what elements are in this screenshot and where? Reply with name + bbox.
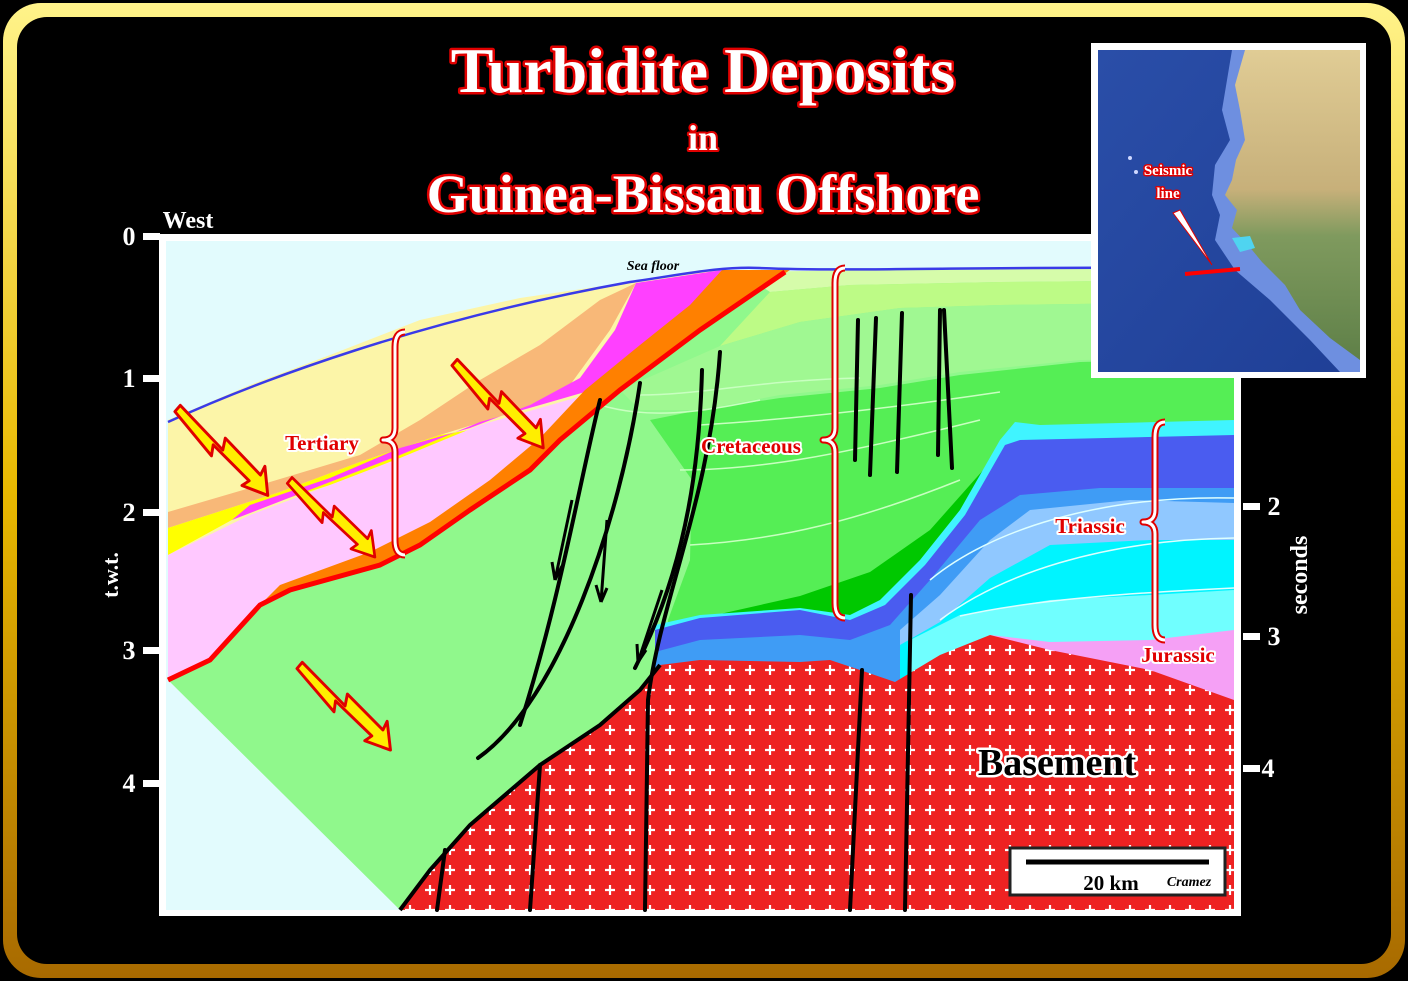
fault-line bbox=[518, 398, 602, 727]
fault-line bbox=[936, 308, 942, 457]
tick-label: 4 bbox=[1262, 754, 1275, 783]
tick-label: 0 bbox=[123, 222, 136, 251]
tick-mark bbox=[1243, 633, 1260, 640]
tick-label: 4 bbox=[123, 769, 136, 798]
fault-slip-arrows bbox=[550, 499, 664, 663]
title-line-3: Guinea-Bissau Offshore bbox=[427, 164, 980, 224]
title: Turbidite Deposits in Guinea-Bissau Offs… bbox=[424, 33, 982, 227]
cross-section: Sea floor Tertiary Cretaceous Triassic J… bbox=[159, 234, 1241, 916]
right-axis-title: seconds bbox=[1287, 536, 1313, 615]
fault-line bbox=[848, 668, 864, 912]
fault-line bbox=[868, 316, 878, 477]
island bbox=[1128, 156, 1132, 160]
title-line-2: in bbox=[688, 118, 718, 158]
tick-mark bbox=[143, 509, 160, 516]
unconformity-red-line bbox=[166, 269, 787, 683]
inset-pointer-arrow-icon bbox=[1172, 209, 1213, 266]
tertiary-pink bbox=[168, 362, 640, 680]
inset-map: Seismic line bbox=[1091, 43, 1366, 378]
cretaceous-label: Cretaceous bbox=[701, 434, 801, 458]
tick-label: 1 bbox=[123, 364, 136, 393]
tertiary-brace-fill bbox=[381, 330, 406, 557]
braces bbox=[379, 264, 1166, 644]
tick-label: 2 bbox=[123, 498, 136, 527]
land-west-africa bbox=[1225, 50, 1360, 360]
tertiary-magenta bbox=[232, 270, 722, 520]
author-label: Cramez bbox=[1167, 875, 1212, 890]
fault-line bbox=[903, 593, 913, 912]
fault-line bbox=[435, 848, 447, 912]
slip-arrow-icon bbox=[594, 519, 609, 603]
right-axis: 2 3 4 seconds bbox=[1243, 492, 1313, 783]
scale-bar: 20 km Cramez bbox=[1008, 846, 1227, 897]
slip-arrow-icon bbox=[635, 589, 664, 663]
tick-label: 3 bbox=[1268, 622, 1281, 651]
triassic-label: Triassic bbox=[1055, 514, 1125, 538]
tick-label: 3 bbox=[123, 636, 136, 665]
jurassic-label: Jurassic bbox=[1141, 643, 1215, 667]
seismic-line-marker bbox=[1184, 267, 1241, 276]
sea-floor-line bbox=[167, 266, 1235, 424]
scale-label: 20 km bbox=[1083, 871, 1139, 895]
tick-label: 2 bbox=[1268, 492, 1281, 521]
faults bbox=[435, 308, 954, 912]
island bbox=[1134, 170, 1138, 174]
coastal-lagoon bbox=[1232, 236, 1255, 252]
tertiary-tan bbox=[168, 283, 636, 528]
basement-label: Basement bbox=[978, 742, 1137, 784]
seismic-line-label-2: line bbox=[1156, 186, 1180, 202]
west-label: West bbox=[163, 208, 214, 234]
tick-mark bbox=[143, 647, 160, 654]
fault-line bbox=[528, 763, 542, 912]
slip-arrow-icon bbox=[550, 499, 574, 581]
fault-line bbox=[643, 350, 722, 912]
left-axis-title: t.w.t. bbox=[98, 552, 123, 598]
tick-mark bbox=[143, 780, 160, 787]
triassic-bedding-lines bbox=[929, 497, 1235, 621]
title-line-1: Turbidite Deposits bbox=[451, 35, 955, 106]
scale-box bbox=[1008, 846, 1227, 897]
fault-line bbox=[853, 318, 860, 462]
triassic-brace-fill bbox=[1141, 420, 1166, 642]
basement bbox=[400, 635, 1234, 910]
tertiary-label: Tertiary bbox=[285, 431, 359, 455]
cretaceous-brace-fill bbox=[821, 266, 846, 620]
tertiary-orange bbox=[255, 270, 790, 610]
fault-line bbox=[895, 311, 904, 474]
seismic-line-label: Seismic bbox=[1144, 163, 1193, 179]
tick-mark bbox=[1243, 765, 1260, 772]
sea-floor-label: Sea floor bbox=[627, 259, 680, 274]
fault-line bbox=[942, 308, 954, 470]
fault-line bbox=[633, 368, 704, 670]
tick-mark bbox=[143, 375, 160, 382]
tick-mark bbox=[143, 233, 160, 240]
fault-line bbox=[476, 381, 642, 760]
tick-mark bbox=[1243, 503, 1260, 510]
left-axis: 0 1 2 3 4 t.w.t. bbox=[98, 222, 160, 798]
